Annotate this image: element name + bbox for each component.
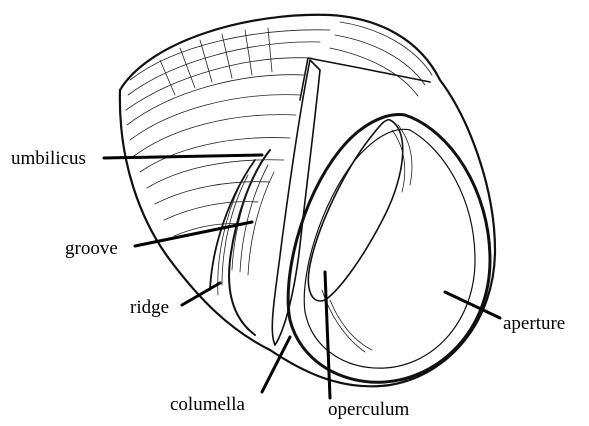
spire-hatching — [126, 22, 432, 236]
umbilicus-leader — [104, 155, 262, 158]
label-operculum: operculum — [328, 399, 409, 420]
aperture-leader — [445, 292, 500, 318]
operculum-shape — [308, 120, 402, 301]
label-columella: columella — [170, 394, 245, 415]
label-aperture: aperture — [503, 313, 565, 334]
columella-leader — [262, 337, 290, 392]
columella-shape — [272, 60, 320, 345]
label-groove: groove — [65, 238, 118, 259]
label-ridge: ridge — [130, 297, 169, 318]
aperture-shading — [322, 125, 412, 352]
umbilicus-region — [229, 150, 270, 335]
label-umbilicus: umbilicus — [11, 148, 86, 169]
shell-illustration — [120, 15, 495, 387]
ridge-leader — [182, 283, 220, 305]
